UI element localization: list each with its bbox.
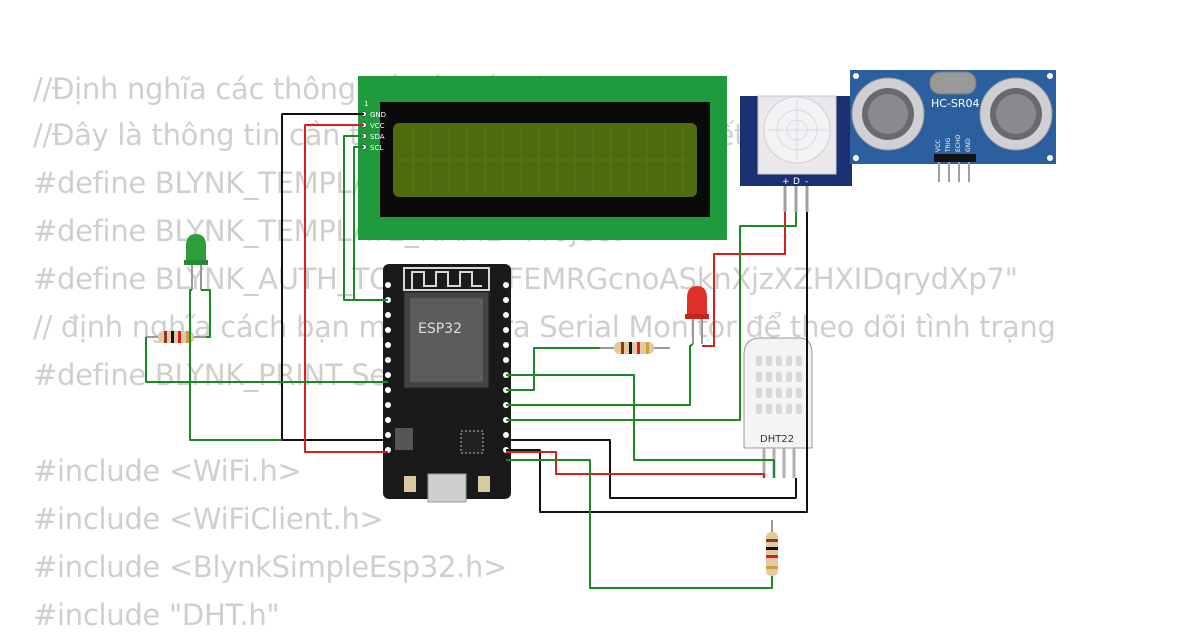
esp32-usb-chip bbox=[460, 430, 484, 454]
lcd-pin-sda: SDA bbox=[370, 133, 385, 141]
ultrasonic-crystal bbox=[929, 71, 977, 95]
pir-pins bbox=[783, 186, 809, 212]
pir-dome-pattern bbox=[767, 100, 827, 160]
ultrasonic-pin-labels: VCC TRIG ECHO GND bbox=[935, 135, 972, 153]
dht22-grill bbox=[756, 356, 802, 414]
lcd-pin-vcc: VCC bbox=[370, 122, 385, 130]
code-line: #define BLYNK_AUTH_TOKEN "y3FEMRGcnoASkn… bbox=[33, 262, 1018, 296]
svg-text:GND: GND bbox=[965, 138, 972, 152]
led-red[interactable] bbox=[685, 286, 709, 344]
lcd-pin-scl: SCL bbox=[370, 144, 383, 152]
code-line: #include <WiFi.h> bbox=[33, 454, 302, 488]
svg-text:TRIG: TRIG bbox=[945, 137, 952, 153]
code-line: #define BLYNK_PRINT Serial bbox=[33, 358, 432, 392]
esp32-antenna bbox=[403, 267, 490, 291]
code-line: #include "DHT.h" bbox=[33, 598, 280, 632]
wire-lcd-gnd bbox=[281, 113, 388, 441]
lcd-pin-gnd: GND bbox=[370, 111, 386, 119]
lcd-module[interactable]: 1 GND VCC SDA SCL bbox=[358, 76, 727, 240]
wire-dht-data bbox=[506, 374, 775, 478]
pir-pin-gnd: - bbox=[805, 177, 808, 187]
code-line: #include <WiFiClient.h> bbox=[33, 502, 384, 536]
esp32-regulator bbox=[395, 428, 413, 450]
esp32-board[interactable]: ESP32 bbox=[383, 264, 511, 503]
dht22-pins bbox=[762, 448, 796, 478]
dht22-sensor[interactable]: DHT22 bbox=[743, 337, 813, 478]
wire-ultra-trig bbox=[506, 343, 694, 406]
wire-pir-vcc bbox=[702, 212, 786, 347]
ultrasonic-label: HC-SR04 bbox=[931, 97, 980, 110]
pir-pin-labels: + D - bbox=[782, 177, 808, 187]
wire-lcd-sda bbox=[343, 135, 388, 301]
wire-lcd-scl bbox=[353, 146, 364, 300]
wire-resistor-bus bbox=[506, 459, 773, 589]
pir-pin-data: D bbox=[793, 177, 800, 187]
wires bbox=[145, 113, 808, 589]
dht22-label: DHT22 bbox=[760, 434, 794, 445]
pir-sensor[interactable]: + D - bbox=[740, 95, 852, 212]
pir-pin-vcc: + bbox=[782, 177, 790, 187]
lcd-pin-labels: 1 GND VCC SDA SCL bbox=[364, 100, 386, 152]
wire-pir-data bbox=[506, 212, 797, 421]
en-button[interactable] bbox=[478, 476, 490, 492]
led-green[interactable] bbox=[184, 234, 208, 290]
resistor-green-led bbox=[146, 331, 206, 343]
wire-green-led-gnd bbox=[189, 289, 282, 441]
resistor-red-led bbox=[600, 342, 670, 354]
svg-text:VCC: VCC bbox=[935, 140, 942, 152]
ultrasonic-sensor[interactable]: HC-SR04 VCC TRIG ECHO GND bbox=[850, 70, 1056, 182]
code-line: #include <BlynkSimpleEsp32.h> bbox=[33, 550, 508, 584]
resistor-dht22 bbox=[766, 520, 778, 586]
esp32-label: ESP32 bbox=[418, 321, 462, 337]
wire-pir-gnd bbox=[506, 212, 808, 513]
wire-red-led-gpio bbox=[506, 347, 600, 391]
usb-port[interactable] bbox=[427, 473, 467, 503]
ultrasonic-pins bbox=[938, 162, 970, 182]
code-line: // định nghĩa cách bạn muốn log ra Seria… bbox=[33, 310, 1056, 344]
wire-green-led bbox=[201, 289, 211, 338]
wire-green-led-gpio bbox=[145, 337, 388, 383]
lcd-char-grid bbox=[397, 127, 693, 193]
svg-text:ECHO: ECHO bbox=[955, 135, 962, 152]
boot-button[interactable] bbox=[404, 476, 416, 492]
wire-lcd-vcc bbox=[304, 124, 388, 453]
wire-vcc-bus bbox=[506, 451, 765, 478]
svg-text:1: 1 bbox=[364, 100, 368, 108]
wire-gnd-bus bbox=[506, 439, 797, 499]
